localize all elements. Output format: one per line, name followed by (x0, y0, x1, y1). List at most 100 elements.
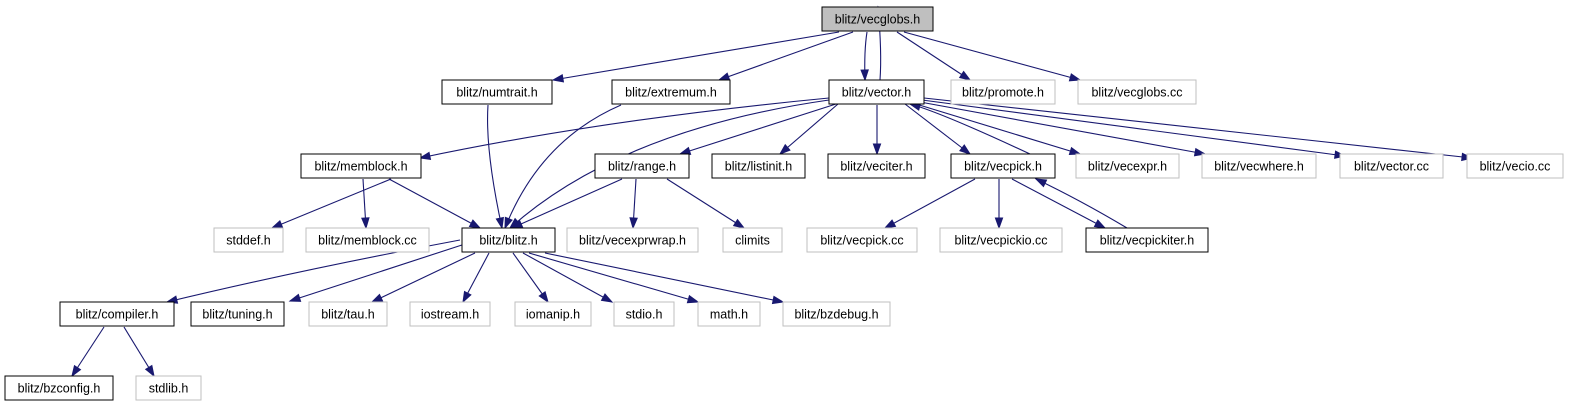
node-box (782, 301, 891, 327)
arrowhead (462, 290, 472, 304)
node-label: blitz/compiler.h (76, 308, 159, 322)
node-vecpickiter-h[interactable]: blitz/vecpickiter.h (1085, 227, 1209, 253)
node-label: math.h (710, 308, 748, 322)
node-vector-h[interactable]: blitz/vector.h (828, 79, 925, 105)
edge-vecglobs_h-to-vector_h (860, 31, 869, 82)
node-box (190, 301, 285, 327)
node-box (950, 79, 1056, 105)
node-box (1339, 153, 1444, 179)
edge-range_h-to-climits (666, 178, 746, 229)
arrowhead (370, 293, 384, 303)
node-vecwhere-h: blitz/vecwhere.h (1201, 153, 1317, 179)
edge-vector_h-to-vector_cc (921, 99, 1347, 159)
arrowhead (1068, 146, 1082, 156)
node-box (611, 79, 731, 105)
edge-numtrait_h-to-blitz_h (487, 104, 504, 230)
arrowhead (600, 293, 614, 303)
edge-line (666, 178, 745, 229)
edge-line (528, 252, 699, 303)
node-label: stddef.h (226, 234, 271, 248)
node-box (697, 301, 761, 327)
node-box (514, 301, 592, 327)
node-box (1466, 153, 1564, 179)
arrowhead (504, 216, 513, 230)
edge-line (718, 31, 854, 81)
arrowhead (778, 143, 791, 155)
edge-vecglobs_h-to-numtrait_h (551, 31, 840, 83)
node-box (59, 301, 175, 327)
edge-line (884, 178, 976, 229)
node-label: blitz/vecpickiter.h (1100, 234, 1195, 248)
arrowhead (629, 217, 638, 230)
arrowhead (495, 216, 504, 230)
node-vecpick-cc: blitz/vecpick.cc (806, 227, 918, 253)
node-box (1077, 79, 1197, 105)
arrowhead (860, 69, 869, 82)
node-box (594, 153, 690, 179)
node-extremum-h[interactable]: blitz/extremum.h (611, 79, 731, 105)
edge-line (289, 243, 466, 302)
arrowhead (538, 290, 549, 304)
node-label: blitz/tuning.h (202, 308, 272, 322)
node-tuning-h[interactable]: blitz/tuning.h (190, 301, 285, 327)
arrowhead (1034, 178, 1048, 188)
arrowhead (994, 217, 1004, 230)
node-bzconfig-h[interactable]: blitz/bzconfig.h (4, 375, 114, 401)
arrowhead (1068, 73, 1082, 82)
node-label: blitz/vecio.cc (1480, 160, 1551, 174)
node-vecpick-h[interactable]: blitz/vecpick.h (950, 153, 1056, 179)
node-numtrait-h[interactable]: blitz/numtrait.h (441, 79, 553, 105)
node-label: blitz/bzdebug.h (794, 308, 878, 322)
edge-extremum_h-to-blitz_h (504, 104, 622, 230)
node-label: blitz/vecpickio.cc (954, 234, 1047, 248)
arrowhead (872, 143, 882, 156)
arrowhead (361, 217, 370, 230)
node-memblock-h[interactable]: blitz/memblock.h (300, 153, 422, 179)
edge-range_h-to-blitz_h (510, 178, 623, 229)
node-label: blitz/vecwhere.h (1214, 160, 1304, 174)
node-label: blitz/tau.h (321, 308, 375, 322)
edge-line (522, 252, 613, 303)
node-vector-cc: blitz/vector.cc (1339, 153, 1444, 179)
node-label: blitz/vector.cc (1354, 160, 1429, 174)
edge-blitz_h-to-bzdebug_h (544, 252, 785, 305)
node-label: blitz/extremum.h (625, 86, 717, 100)
node-vecexpr-h: blitz/vecexpr.h (1075, 153, 1180, 179)
node-vecglobs-h[interactable]: blitz/vecglobs.h (821, 6, 934, 32)
node-box (806, 227, 918, 253)
arrowhead (551, 74, 565, 83)
edge-vector_h-to-vecexpr_h (915, 103, 1082, 156)
node-listinit-h[interactable]: blitz/listinit.h (711, 153, 806, 179)
node-box (441, 79, 553, 105)
node-box (827, 153, 926, 179)
node-label: blitz/vector.h (842, 86, 912, 100)
node-box (4, 375, 114, 401)
node-label: blitz/range.h (608, 160, 676, 174)
node-box (135, 375, 202, 401)
edge-line (919, 101, 1206, 155)
edge-line (544, 252, 784, 303)
edge-line (552, 31, 840, 81)
node-vecexprwrap-h: blitz/vecexprwrap.h (566, 227, 699, 253)
node-box (1075, 153, 1180, 179)
node-label: blitz/vecexpr.h (1088, 160, 1167, 174)
node-label: blitz/bzconfig.h (18, 382, 101, 396)
node-label: blitz/vecpick.cc (820, 234, 903, 248)
edge-vecpick_h-to-vecpickiter_h (1011, 178, 1107, 229)
edges-layer (71, 5, 1474, 378)
node-blitz-h[interactable]: blitz/blitz.h (461, 227, 556, 253)
node-label: blitz/memblock.h (314, 160, 407, 174)
node-compiler-h[interactable]: blitz/compiler.h (59, 301, 175, 327)
arrowhead (288, 293, 302, 302)
node-range-h[interactable]: blitz/range.h (594, 153, 690, 179)
node-box (461, 227, 556, 253)
node-label: iomanip.h (526, 308, 580, 322)
node-label: blitz/vecexprwrap.h (579, 234, 686, 248)
node-veciter-h[interactable]: blitz/veciter.h (827, 153, 926, 179)
node-label: stdlib.h (149, 382, 189, 396)
node-stdio-h: stdio.h (613, 301, 675, 327)
node-label: stdio.h (626, 308, 663, 322)
edge-blitz_h-to-tuning_h (288, 243, 466, 302)
arrowhead (686, 294, 700, 304)
